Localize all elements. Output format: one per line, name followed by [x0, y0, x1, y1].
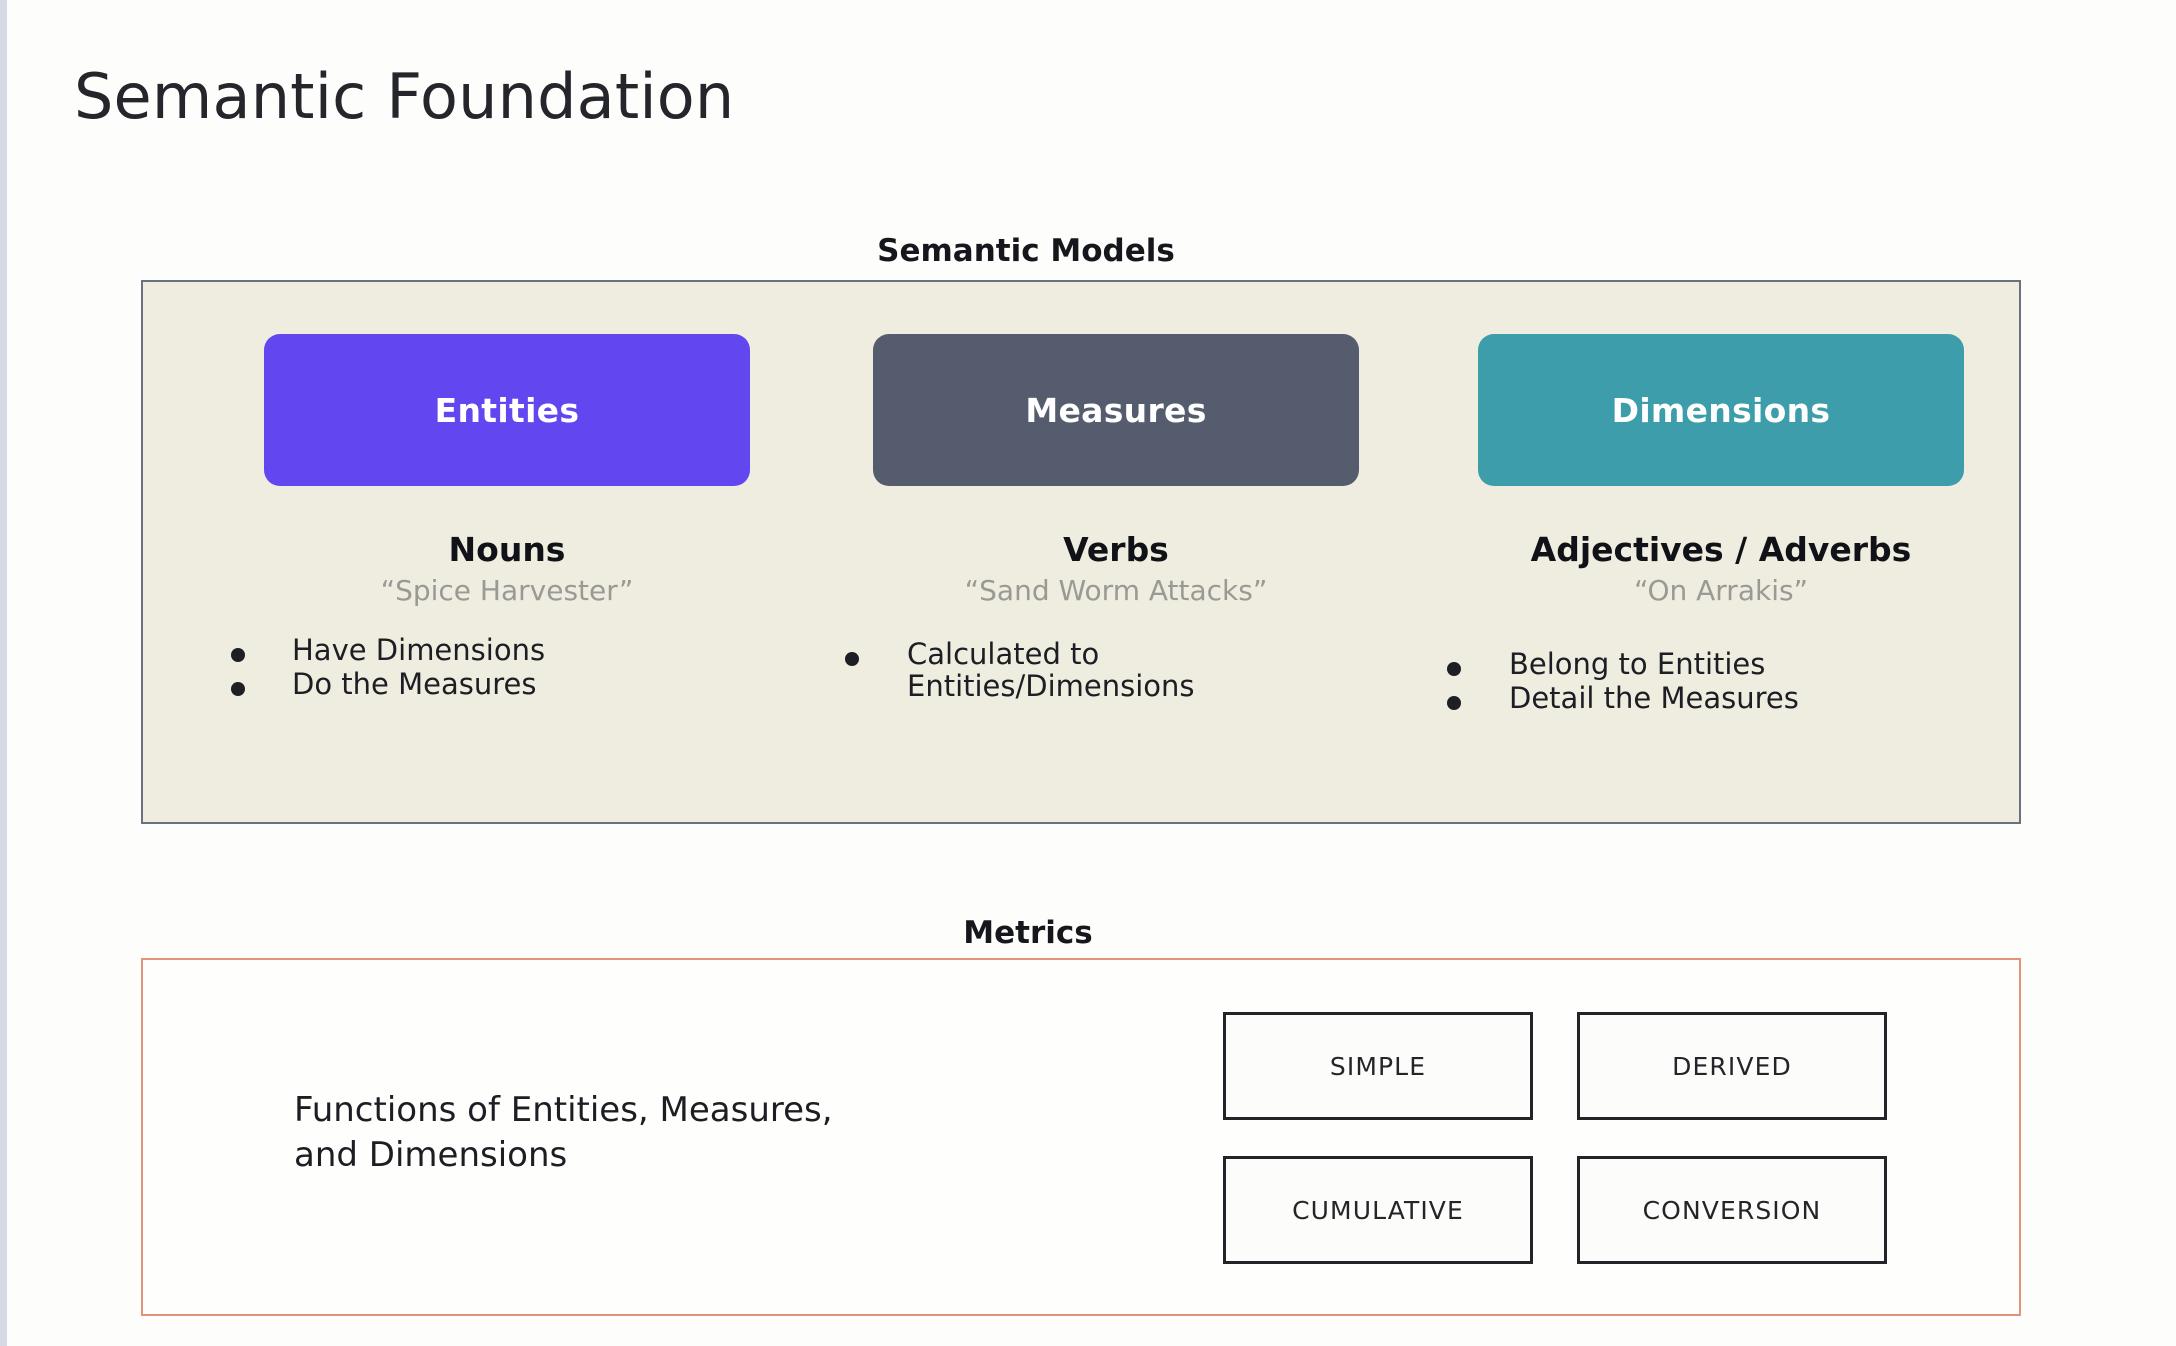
- list-item-label: Have Dimensions: [292, 633, 546, 667]
- measures-pill[interactable]: Measures: [873, 334, 1359, 486]
- dimensions-pill[interactable]: Dimensions: [1478, 334, 1964, 486]
- dimensions-bullet-list: Belong to Entities Detail the Measures: [1411, 634, 2067, 717]
- entities-pill[interactable]: Entities: [264, 334, 750, 486]
- list-item: Do the Measures: [231, 667, 851, 702]
- dimensions-part-of-speech: Adjectives / Adverbs: [1530, 530, 1912, 569]
- metric-type-conversion[interactable]: CONVERSION: [1577, 1156, 1887, 1264]
- semantic-model-column-entities: Entities Nouns “Spice Harvester” Have Di…: [197, 282, 817, 822]
- metrics-description: Functions of Entities, Measures, and Dim…: [294, 1090, 833, 1176]
- page-title: Semantic Foundation: [74, 60, 735, 133]
- measures-bullet-list: Calculated to Entities/Dimensions: [806, 634, 1465, 705]
- list-item-label: Calculated to Entities/Dimensions: [907, 637, 1195, 704]
- list-item: Belong to Entities: [1447, 648, 2067, 680]
- metrics-panel: Functions of Entities, Measures, and Dim…: [141, 958, 2021, 1316]
- bullet-dot-icon: [1447, 696, 1461, 711]
- metric-type-derived[interactable]: DERIVED: [1577, 1012, 1887, 1120]
- list-item: Have Dimensions: [231, 634, 851, 666]
- bullet-dot-icon: [845, 652, 859, 666]
- list-item-label: Belong to Entities: [1509, 647, 1766, 681]
- metric-type-grid: SIMPLE DERIVED CUMULATIVE CONVERSION: [1223, 1012, 1897, 1264]
- bullet-dot-icon: [1447, 662, 1461, 676]
- left-edge-strip: [0, 0, 7, 1346]
- list-item: Calculated to Entities/Dimensions: [845, 638, 1465, 703]
- dimensions-example: “On Arrakis”: [1633, 574, 1809, 607]
- semantic-models-section-label: Semantic Models: [877, 233, 1175, 269]
- list-item: Detail the Measures: [1447, 681, 2067, 716]
- bullet-dot-icon: [231, 682, 245, 697]
- metric-type-simple[interactable]: SIMPLE: [1223, 1012, 1533, 1120]
- semantic-model-column-measures: Measures Verbs “Sand Worm Attacks” Calcu…: [806, 282, 1426, 822]
- bullet-dot-icon: [231, 648, 245, 662]
- entities-part-of-speech: Nouns: [448, 530, 566, 569]
- list-item-label: Detail the Measures: [1509, 681, 1799, 716]
- entities-example: “Spice Harvester”: [380, 574, 634, 607]
- list-item-label: Do the Measures: [292, 667, 537, 702]
- semantic-model-column-dimensions: Dimensions Adjectives / Adverbs “On Arra…: [1411, 282, 2031, 822]
- dimensions-pill-label: Dimensions: [1611, 390, 1831, 430]
- semantic-models-panel: Entities Nouns “Spice Harvester” Have Di…: [141, 280, 2021, 824]
- entities-bullet-list: Have Dimensions Do the Measures: [197, 634, 851, 703]
- measures-example: “Sand Worm Attacks”: [964, 574, 1268, 607]
- measures-part-of-speech: Verbs: [1063, 530, 1169, 569]
- metric-type-cumulative[interactable]: CUMULATIVE: [1223, 1156, 1533, 1264]
- entities-pill-label: Entities: [434, 390, 580, 430]
- measures-pill-label: Measures: [1025, 390, 1207, 430]
- metrics-section-label: Metrics: [963, 915, 1093, 951]
